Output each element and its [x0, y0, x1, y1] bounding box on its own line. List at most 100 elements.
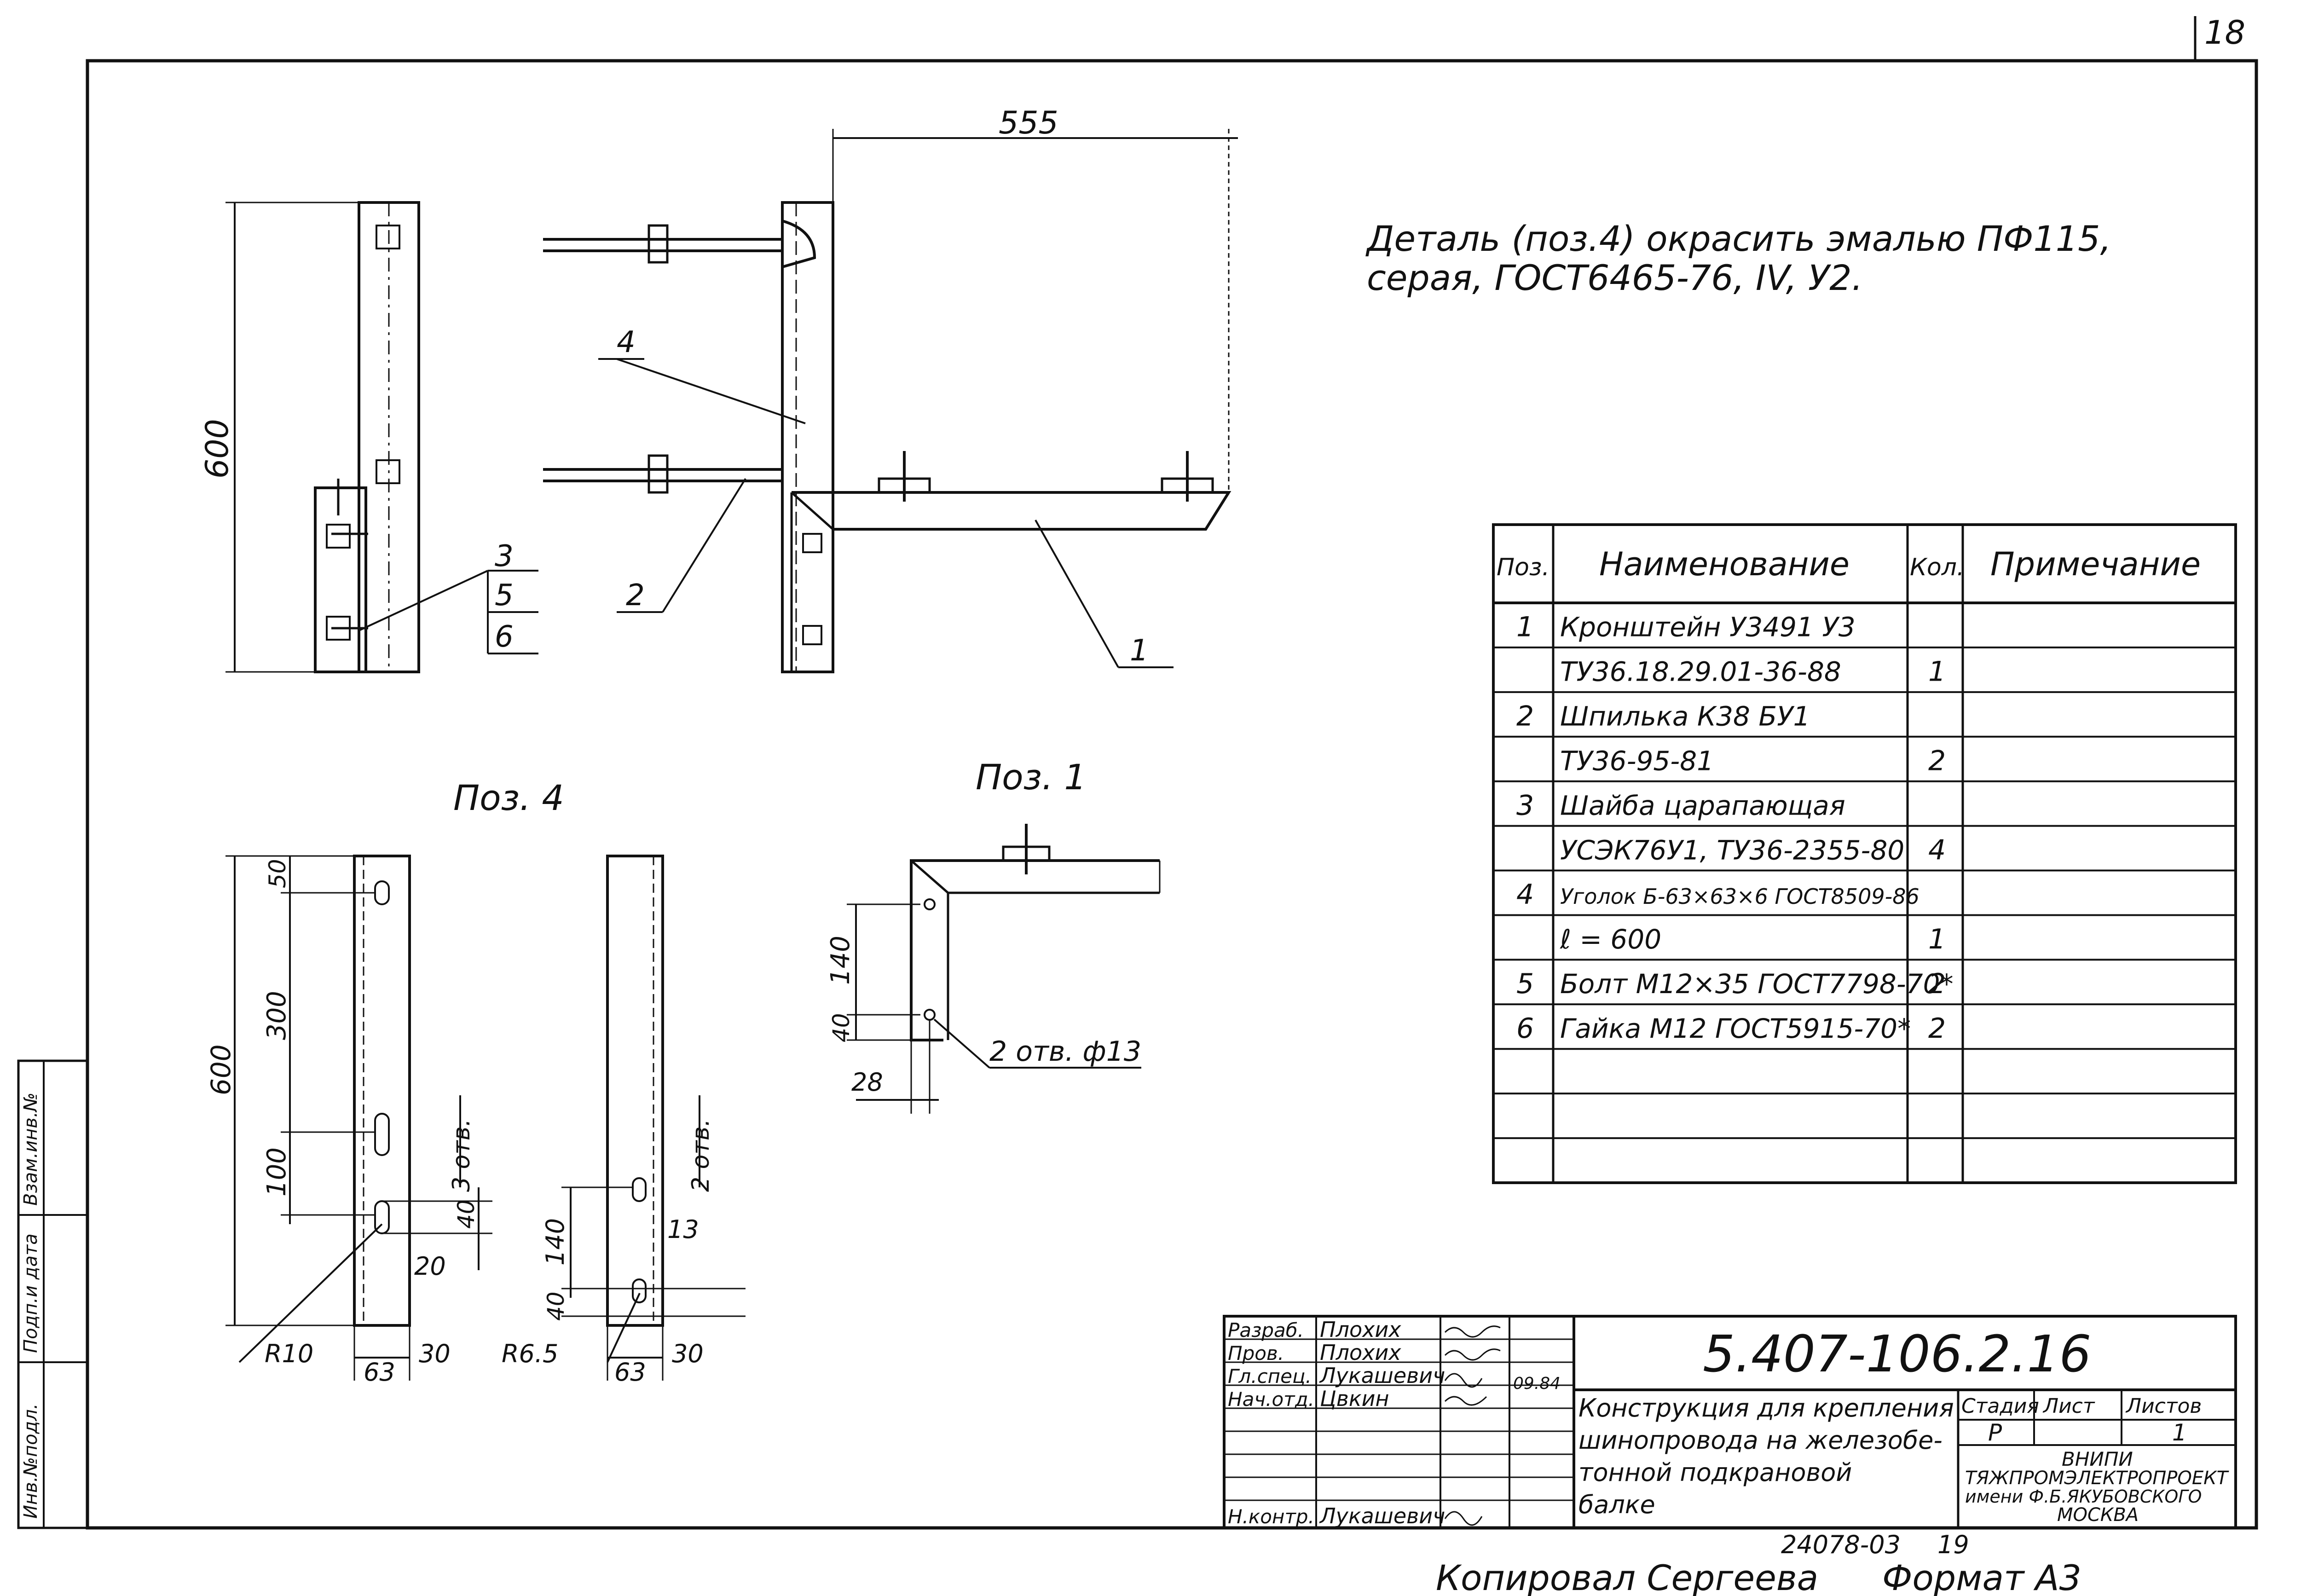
stage-value: Р — [1988, 1419, 2002, 1446]
spec-cell-qty: 2 — [1928, 968, 1946, 1000]
signoff-name: Цвкин — [1320, 1386, 1389, 1411]
spec-cell-name: Уголок Б-63×63×6 ГОСТ8509-86 — [1560, 884, 1919, 909]
stage-header: Стадия — [1961, 1394, 2039, 1418]
pos1-holes-13: 2 отв. ф13 — [989, 1035, 1141, 1068]
doc-title-line1: Конструкция для крепления — [1578, 1394, 1954, 1423]
sheets-value: 1 — [2172, 1419, 2187, 1446]
callout-4: 4 — [617, 325, 636, 359]
callout-5: 5 — [495, 578, 514, 613]
signoff-role: Пров. — [1228, 1342, 1284, 1365]
sheet-format: Формат А3 — [1882, 1557, 2081, 1596]
spec-cell-qty: 1 — [1928, 923, 1946, 955]
paint-note-line2: серая, ГОСТ6465-76, IV, У2. — [1367, 257, 1863, 298]
spec-cell-name: Кронштейн У3491 У3 — [1560, 612, 1856, 643]
title-block: 5.407-106.2.16 Разраб.ПлохихПров.ПлохихГ… — [1223, 1315, 2237, 1529]
callout-1: 1 — [1130, 634, 1149, 668]
spec-cell-qty: 4 — [1928, 834, 1946, 866]
spec-header-pos: Поз. — [1497, 554, 1549, 581]
pos1-dim-140: 140 — [826, 936, 856, 985]
signoff-role: Нач.отд. — [1228, 1388, 1314, 1411]
pos1-view: Поз. 1 140 40 28 2 отв. ф13 — [826, 757, 1161, 1114]
spec-cell-name: ТУ36-95-81 — [1560, 745, 1714, 776]
pos1-dim-28: 28 — [851, 1068, 883, 1097]
dim-length-555: 555 — [999, 105, 1058, 141]
sheet-header: Лист — [2042, 1394, 2095, 1418]
spec-header-note: Примечание — [1990, 545, 2201, 583]
spec-cell-pos: 1 — [1516, 611, 1534, 643]
spec-cell-qty: 2 — [1928, 745, 1946, 777]
pos4-radius-r65: R6.5 — [502, 1339, 558, 1368]
pos4-views: Поз. 4 600 50 300 100 40 3 отв. 20 63 30… — [205, 777, 746, 1387]
doc-code: 5.407-106.2.16 — [1703, 1324, 2091, 1383]
strip-label-replace: Взам.инв.№ — [20, 1093, 41, 1206]
signoff-role: Гл.спец. — [1228, 1365, 1312, 1388]
spec-cell-qty: 2 — [1928, 1012, 1946, 1045]
signoff-role: Разраб. — [1228, 1319, 1304, 1342]
signoff-name: Плохих — [1320, 1340, 1401, 1365]
pos4-title: Поз. 4 — [453, 777, 564, 818]
spec-cell-pos: 3 — [1516, 789, 1534, 821]
spec-cell-name: Шайба царапающая — [1560, 790, 1845, 821]
spec-cell-pos: 4 — [1516, 879, 1534, 911]
callout-3: 3 — [495, 539, 514, 573]
spec-cell-pos: 2 — [1516, 700, 1534, 733]
approval-date: 09.84 — [1513, 1374, 1561, 1393]
spec-table: Поз. Наименование Кол. Примечание 1 Кронш… — [1492, 523, 2237, 1184]
doc-title-line3: тонной подкрановой — [1578, 1458, 1852, 1487]
pos1-dim-40: 40 — [828, 1013, 855, 1042]
org-line4: МОСКВА — [2057, 1504, 2139, 1526]
pos4-dim-40b: 40 — [543, 1291, 569, 1321]
spec-cell-pos: 5 — [1516, 968, 1534, 1000]
signoff-name: Лукашевич — [1319, 1363, 1445, 1388]
spec-header-name: Наименование — [1599, 545, 1850, 583]
spec-cell-pos: 6 — [1516, 1012, 1534, 1045]
pos4-dim-600: 600 — [205, 1044, 237, 1095]
signoff-name: Плохих — [1320, 1317, 1401, 1342]
paint-note-line1: Деталь (поз.4) окрасить эмалью ПФ115, — [1365, 218, 2111, 259]
spec-cell-name: Гайка М12 ГОСТ5915-70* — [1560, 1013, 1911, 1044]
spec-cell-name: Шпилька К38 БУ1 — [1560, 701, 1810, 732]
pos4-dim-63: 63 — [364, 1358, 395, 1387]
org-line3: имени Ф.Б.ЯКУБОВСКОГО — [1965, 1486, 2202, 1507]
sheet-frame: 18 — [86, 14, 2258, 1530]
doc-title-line2: шинопровода на железобе- — [1578, 1426, 1943, 1455]
strip-label-inv: Инв.№подл. — [20, 1403, 41, 1519]
signoff-role: Н.контр. — [1228, 1505, 1314, 1528]
pos4-dim-100: 100 — [262, 1147, 292, 1197]
left-strip: Инв.№подл. Подп.и дата Взам.инв.№ — [17, 1059, 89, 1529]
strip-label-sign: Подп.и дата — [20, 1233, 41, 1353]
front-view: 555 4 2 1 — [543, 105, 1238, 673]
pos4-holes-2: 2 отв. — [687, 1119, 715, 1192]
dim-height-600: 600 — [199, 419, 236, 479]
archive-sheet: 19 — [1937, 1530, 1969, 1559]
spec-header-qty: Кол. — [1910, 554, 1965, 581]
spec-cell-qty: 1 — [1928, 656, 1946, 688]
pos4-dim-13: 13 — [667, 1215, 699, 1244]
spec-cell-name: ТУ36.18.29.01-36-88 — [1560, 656, 1841, 688]
org-line1: ВНИПИ — [2062, 1448, 2133, 1470]
pos4-dim-300: 300 — [262, 991, 292, 1040]
pos4-dim-50: 50 — [264, 859, 291, 888]
callout-6: 6 — [495, 620, 514, 654]
pos4-holes-3: 3 отв. — [448, 1119, 475, 1192]
org-line2: ТЯЖПРОМЭЛЕКТРОПРОЕКТ — [1965, 1468, 2230, 1489]
pos4-dim-30: 30 — [419, 1339, 451, 1368]
pos4-dim-63b: 63 — [614, 1358, 646, 1387]
spec-cell-name: УСЭК76У1, ТУ36-2355-80 — [1560, 834, 1904, 866]
pos4-dim-30b: 30 — [672, 1339, 704, 1368]
pos4-dim-140: 140 — [541, 1218, 570, 1266]
page-number: 18 — [2204, 14, 2245, 52]
spec-cell-name: Болт М12×35 ГОСТ7798-70* — [1560, 968, 1953, 1000]
copied-by: Копировал Сергеева — [1436, 1557, 1818, 1596]
doc-title-line4: балке — [1578, 1490, 1655, 1519]
pos1-title: Поз. 1 — [976, 757, 1087, 798]
spec-cell-name: ℓ = 600 — [1560, 924, 1661, 955]
sheets-header: Листов — [2125, 1394, 2202, 1418]
pos4-radius-r10: R10 — [265, 1339, 313, 1368]
archive-number: 24078-03 — [1781, 1530, 1901, 1559]
pos4-dim-20: 20 — [414, 1252, 446, 1281]
pos4-dim-40: 40 — [453, 1199, 480, 1229]
signoff-name: Лукашевич — [1319, 1503, 1445, 1528]
side-view: 600 3 5 6 — [199, 201, 538, 673]
